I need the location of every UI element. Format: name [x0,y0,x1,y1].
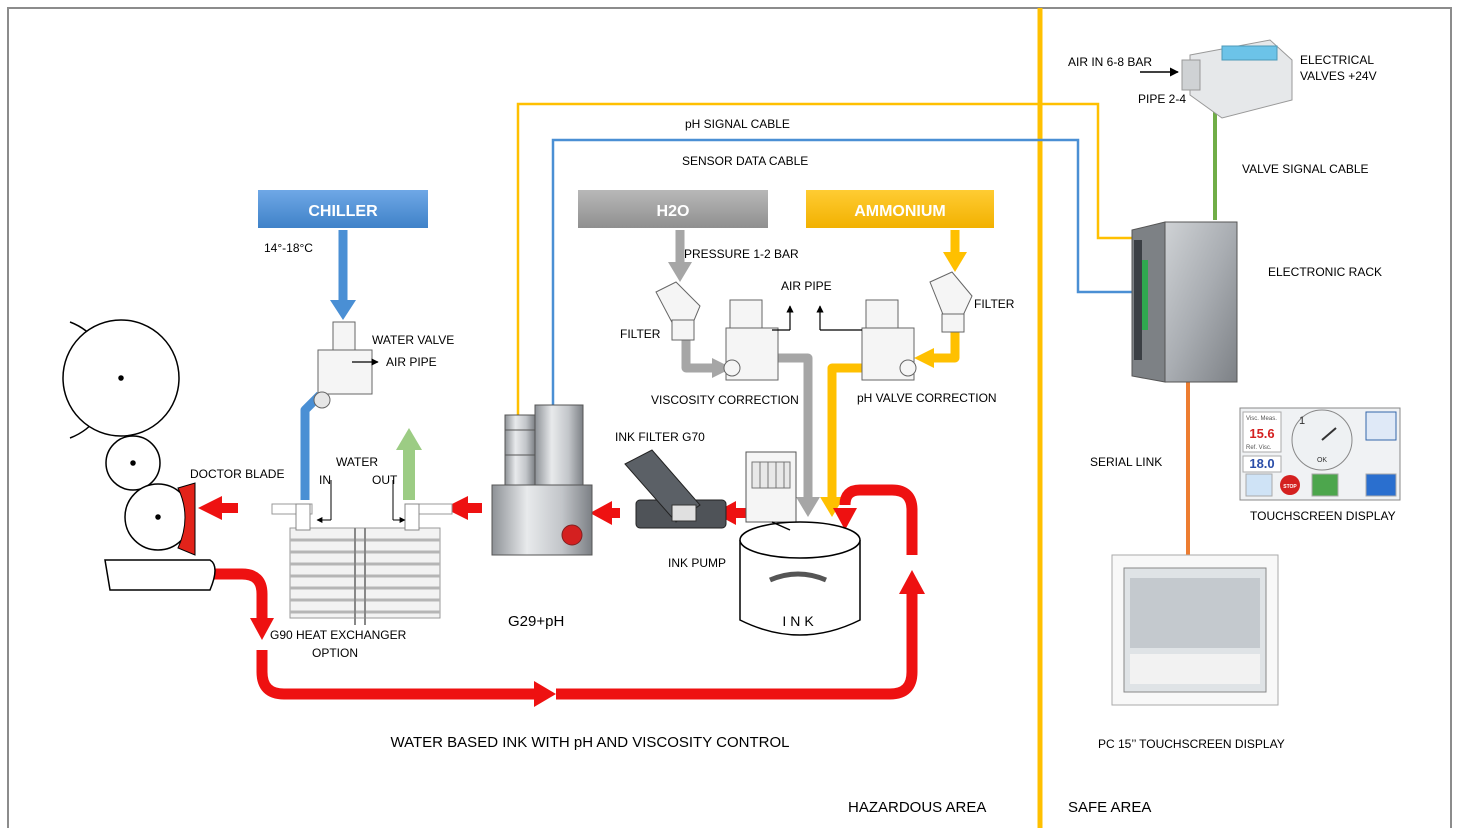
display-icon [1111,554,1279,706]
stop-label: STOP [1283,484,1297,490]
water-valve-icon [313,321,373,409]
ammonium-label: AMMONIUM [854,203,946,220]
ref-visc-value: 18.0 [1249,456,1274,471]
heat-exchanger-label: G90 HEAT EXCHANGER [270,628,407,642]
diagram-title: WATER BASED INK WITH pH AND VISCOSITY CO… [391,734,790,751]
filter-icon [929,271,973,333]
ph-signal-cable-label: pH SIGNAL CABLE [685,117,790,131]
water-out-arrow [396,428,422,500]
viscosity-valve-icon [723,299,779,381]
heat-exchanger-option-label: OPTION [312,646,358,660]
ph-signal-cable [516,102,1132,418]
visc-meas-value: 15.6 [1249,426,1274,441]
valve-signal-cable-label: VALVE SIGNAL CABLE [1242,162,1369,176]
hazardous-area-label: HAZARDOUS AREA [848,799,986,816]
visc-meas-label: Visc. Meas. [1246,416,1277,422]
labels: 14°-18°C WATER VALVE AIR PIPE PRESSURE 1… [190,53,1396,751]
filter-icon [655,281,701,341]
chiller-label: CHILLER [308,203,378,220]
water-label: WATER [336,455,378,469]
tank-icon [739,521,861,636]
sensor-data-cable-label: SENSOR DATA CABLE [682,154,808,168]
electrical-valves-label: ELECTRICAL [1300,53,1374,67]
outer-frame [7,7,1452,833]
chiller-box: CHILLER [258,190,428,228]
ph-valve-correction-label: pH VALVE CORRECTION [857,391,997,405]
h2o-flow [668,230,820,517]
electrical-valves-voltage-label: VALVES +24V [1300,69,1377,83]
dial-unit: OK [1317,457,1327,464]
pump-icon [745,451,797,523]
ink-label: INK [782,613,817,629]
touchscreen-icon [1239,407,1401,501]
dial-value: 1 [1299,415,1305,427]
ink-filter-label: INK FILTER G70 [615,430,705,444]
g29-label: G29+pH [508,613,564,630]
pipe-label: PIPE 2-4 [1138,92,1186,106]
g29-sensor-icon [491,404,593,556]
h2o-box: H2O [578,190,768,228]
touchscreen-display-label: TOUCHSCREEN DISPLAY [1250,509,1396,523]
ink-flow [198,484,925,707]
electronic-rack-label: ELECTRONIC RACK [1268,265,1382,279]
sensor-data-cable [551,138,1132,418]
safe-area-label: SAFE AREA [1068,799,1151,816]
ammonium-flow [820,230,967,517]
touchscreen-readouts: Visc. Meas. 15.6 Ref. Visc. 18.0 1 OK ST… [1246,415,1327,490]
doctor-blade-icon [177,482,196,556]
air-pipe-center-label: AIR PIPE [781,279,832,293]
heat-exchanger-icon [271,503,453,625]
pressure-label: PRESSURE 1-2 BAR [684,247,799,261]
h2o-label: H2O [657,203,690,220]
ink-filter-icon [624,449,727,529]
air-in-label: AIR IN 6-8 BAR [1068,55,1152,69]
ink-pump-label: INK PUMP [668,556,726,570]
pc-display-label: PC 15’’ TOUCHSCREEN DISPLAY [1098,737,1285,751]
electrical-valves-icon [1181,39,1293,119]
viscosity-correction-label: VISCOSITY CORRECTION [651,393,799,407]
out-label: OUT [372,473,398,487]
ph-valve-icon [861,299,917,381]
filter-left-label: FILTER [620,327,661,341]
ref-visc-label: Ref. Visc. [1246,445,1272,451]
serial-link-label: SERIAL LINK [1090,455,1162,469]
chiller-temp-label: 14°-18°C [264,241,313,255]
doctor-blade-label: DOCTOR BLADE [190,467,284,481]
ammonium-box: AMMONIUM [806,190,994,228]
filter-right-label: FILTER [974,297,1015,311]
air-pipe-left-label: AIR PIPE [386,355,437,369]
rack-icon [1131,221,1238,383]
in-label: IN [319,473,331,487]
water-valve-label: WATER VALVE [372,333,454,347]
